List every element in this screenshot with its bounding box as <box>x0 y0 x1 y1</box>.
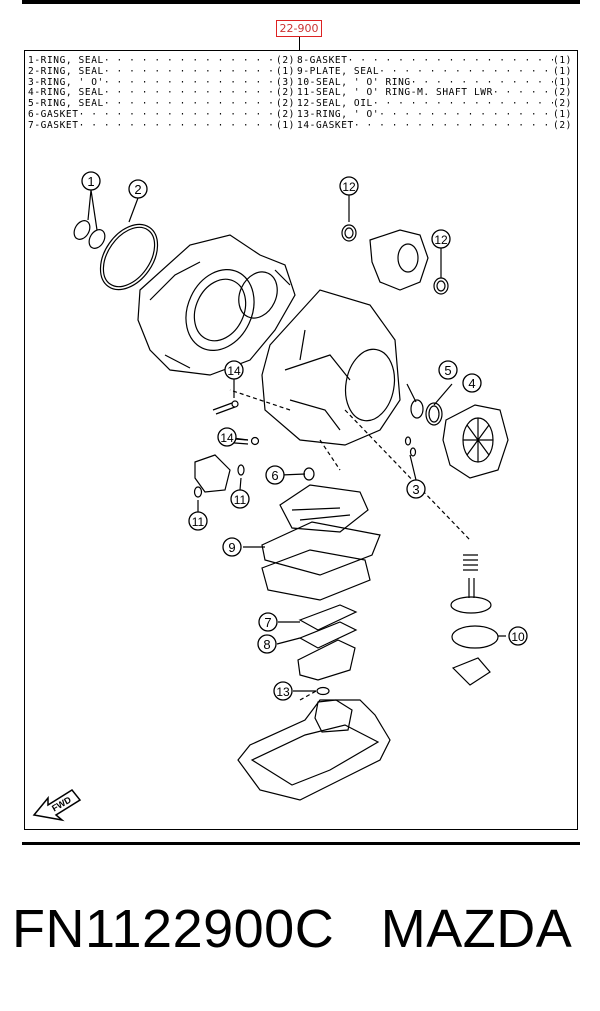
diagram-frame <box>24 50 578 830</box>
svg-text:7: 7 <box>264 615 271 630</box>
brand-name: MAZDA <box>380 899 573 959</box>
svg-text:12: 12 <box>434 233 448 247</box>
svg-text:8: 8 <box>263 637 270 652</box>
parts-list-row: 14-GASKET (2) <box>297 119 572 132</box>
part-qty: (1) <box>553 108 572 120</box>
svg-text:9: 9 <box>228 540 235 555</box>
callout-12: 12 <box>339 176 359 196</box>
svg-text:14: 14 <box>227 364 241 378</box>
parts-list-left: 1-RING, SEAL (2) 2-RING, SEAL (1) 3-RING, … <box>28 55 295 132</box>
svg-text:1: 1 <box>87 174 94 189</box>
callout-12: 12 <box>431 229 451 249</box>
part-qty: (2) <box>276 87 295 99</box>
callout-4: 4 <box>462 373 482 393</box>
svg-text:14: 14 <box>220 431 234 445</box>
svg-text:2: 2 <box>134 182 141 197</box>
reference-code-box: 22-900 <box>276 20 322 37</box>
callout-2: 2 <box>128 179 148 199</box>
part-label: 14-GASKET <box>297 119 354 131</box>
parts-list-row: 1-RING, SEAL (2) <box>28 55 295 67</box>
parts-list-row: 11-SEAL, ' O' RING-M. SHAFT LWR (2) <box>297 88 572 99</box>
callout-11: 11 <box>230 489 250 509</box>
callout-3: 3 <box>406 479 426 499</box>
part-qty: (1) <box>276 65 295 77</box>
part-qty: (2) <box>553 87 572 99</box>
part-label: 2-RING, SEAL <box>28 65 104 77</box>
part-label: 3-RING, ' O' <box>28 76 104 88</box>
part-label: 1-RING, SEAL <box>28 55 104 66</box>
svg-text:10: 10 <box>511 630 525 644</box>
top-rule <box>22 0 580 4</box>
part-label: 13-RING, ' O' <box>297 108 380 120</box>
callout-7: 7 <box>258 612 278 632</box>
callout-8: 8 <box>257 634 277 654</box>
parts-list-row: 13-RING, ' O' (1) <box>297 108 572 121</box>
parts-list-row: 7-GASKET (1) <box>28 119 295 132</box>
bottom-rule <box>22 842 580 845</box>
parts-list-row: 10-SEAL, ' O' RING (1) <box>297 76 572 89</box>
part-label: 6-GASKET <box>28 108 79 120</box>
parts-list-right: 8-GASKET (1) 9-PLATE, SEAL (1) 10-SEAL, ' … <box>297 55 572 132</box>
part-label: 5-RING, SEAL <box>28 98 104 110</box>
svg-text:13: 13 <box>276 685 290 699</box>
parts-list-row: 5-RING, SEAL (2) <box>28 98 295 110</box>
part-qty: (2) <box>276 98 295 110</box>
callout-13: 13 <box>273 681 293 701</box>
part-label: 10-SEAL, ' O' RING <box>297 76 411 88</box>
callout-9: 9 <box>222 537 242 557</box>
callout-1: 1 <box>81 171 101 191</box>
parts-list-row: 8-GASKET (1) <box>297 55 572 67</box>
part-qty: (1) <box>553 76 572 88</box>
exploded-parts-diagram: FWD 1 2 12 12 14 5 4 14 6 11 11 3 9 7 8 … <box>32 171 528 822</box>
svg-text:6: 6 <box>271 468 278 483</box>
part-qty: (2) <box>553 98 572 110</box>
part-number: FN1122900C <box>12 899 335 959</box>
part-qty: (2) <box>276 108 295 120</box>
callout-5: 5 <box>438 360 458 380</box>
svg-text:5: 5 <box>444 363 451 378</box>
parts-list-row: 6-GASKET (2) <box>28 108 295 121</box>
part-qty: (2) <box>276 55 295 66</box>
parts-list-row: 9-PLATE, SEAL (1) <box>297 65 572 78</box>
callout-10: 10 <box>508 626 528 646</box>
parts-list-row: 2-RING, SEAL (1) <box>28 65 295 78</box>
part-qty: (1) <box>276 119 295 131</box>
svg-text:12: 12 <box>342 180 356 194</box>
parts-list-row: 12-SEAL, OIL (2) <box>297 98 572 110</box>
svg-text:11: 11 <box>192 515 205 529</box>
parts-list-row: 3-RING, ' O' (3) <box>28 76 295 89</box>
part-label: 11-SEAL, ' O' RING-M. SHAFT LWR <box>297 87 493 99</box>
callout-6: 6 <box>265 465 285 485</box>
part-qty: (2) <box>553 119 572 131</box>
fwd-arrow-icon: FWD <box>32 789 82 822</box>
callout-11: 11 <box>188 511 208 531</box>
parts-list-row: 4-RING, SEAL (2) <box>28 88 295 99</box>
part-label: 4-RING, SEAL <box>28 87 104 99</box>
svg-text:3: 3 <box>412 482 419 497</box>
part-label: 7-GASKET <box>28 119 79 131</box>
svg-text:11: 11 <box>234 493 247 507</box>
part-label: 9-PLATE, SEAL <box>297 65 380 77</box>
part-number-caption: FN1122900C MAZDA <box>12 898 572 960</box>
part-qty: (3) <box>276 76 295 88</box>
part-qty: (1) <box>553 55 572 66</box>
part-label: 12-SEAL, OIL <box>297 98 373 110</box>
callout-14: 14 <box>224 360 244 380</box>
reference-leader-line <box>299 37 300 50</box>
part-label: 8-GASKET <box>297 55 348 66</box>
svg-text:4: 4 <box>468 376 475 391</box>
callout-14: 14 <box>217 427 237 447</box>
part-qty: (1) <box>553 65 572 77</box>
